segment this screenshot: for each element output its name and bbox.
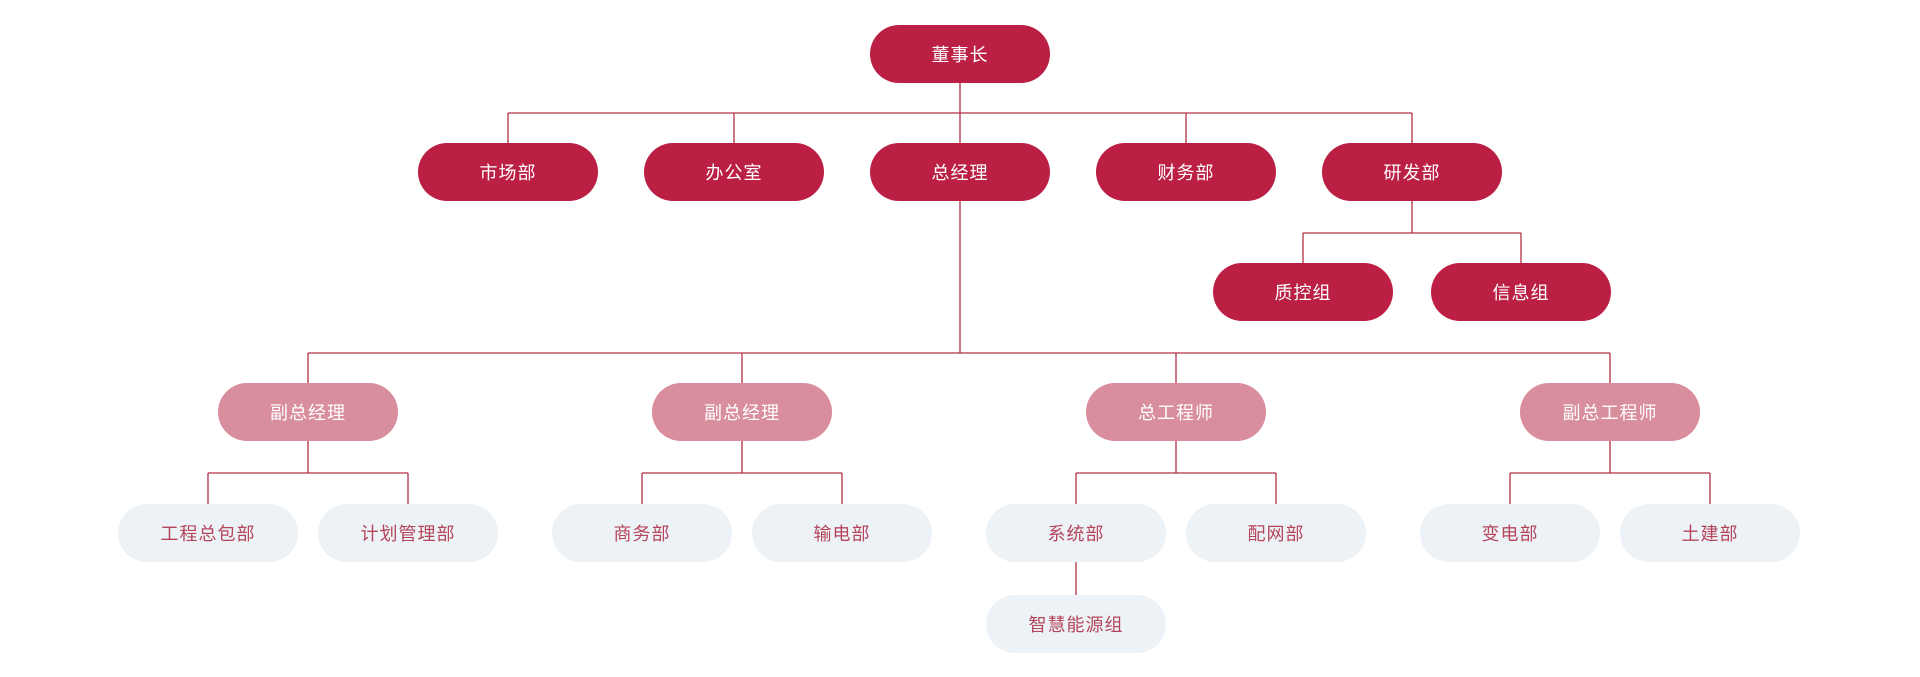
node-marketing-dept[interactable]: 市场部 xyxy=(418,143,598,201)
node-general-manager[interactable]: 总经理 xyxy=(870,143,1050,201)
node-label: 智慧能源组 xyxy=(1028,615,1124,635)
node-distribution-dept[interactable]: 配网部 xyxy=(1186,504,1366,562)
node-substation-dept[interactable]: 变电部 xyxy=(1420,504,1600,562)
node-epc-dept[interactable]: 工程总包部 xyxy=(118,504,298,562)
node-label: 财务部 xyxy=(1157,163,1215,183)
node-label: 副总经理 xyxy=(270,403,346,423)
node-label: 土建部 xyxy=(1681,524,1739,544)
node-office[interactable]: 办公室 xyxy=(644,143,824,201)
node-civil-dept[interactable]: 土建部 xyxy=(1620,504,1800,562)
connector-chief-engineer-children xyxy=(1075,441,1277,504)
node-label: 变电部 xyxy=(1481,524,1539,544)
node-label: 计划管理部 xyxy=(360,524,456,544)
node-label: 系统部 xyxy=(1047,524,1105,544)
node-rnd-dept[interactable]: 研发部 xyxy=(1322,143,1502,201)
node-label: 输电部 xyxy=(813,524,871,544)
node-label: 办公室 xyxy=(705,163,763,183)
node-label: 配网部 xyxy=(1247,524,1305,544)
connector-deputy-gm-1-children xyxy=(207,441,409,504)
node-transmission-dept[interactable]: 输电部 xyxy=(752,504,932,562)
node-label: 商务部 xyxy=(613,524,671,544)
node-finance-dept[interactable]: 财务部 xyxy=(1096,143,1276,201)
node-deputy-chief-engineer[interactable]: 副总工程师 xyxy=(1520,383,1700,441)
node-deputy-gm-1[interactable]: 副总经理 xyxy=(218,383,398,441)
node-deputy-gm-2[interactable]: 副总经理 xyxy=(652,383,832,441)
connector-deputy-chief-engineer-children xyxy=(1509,441,1711,504)
node-label: 工程总包部 xyxy=(160,524,256,544)
connector-rnd-children xyxy=(1302,201,1522,263)
node-qc-group[interactable]: 质控组 xyxy=(1213,263,1393,321)
node-label: 质控组 xyxy=(1274,283,1332,303)
node-chairman[interactable]: 董事长 xyxy=(870,25,1050,83)
node-label: 信息组 xyxy=(1492,283,1550,303)
node-label: 副总工程师 xyxy=(1562,403,1658,423)
node-label: 总工程师 xyxy=(1138,403,1214,423)
node-smart-energy-group[interactable]: 智慧能源组 xyxy=(986,595,1166,653)
node-planning-dept[interactable]: 计划管理部 xyxy=(318,504,498,562)
connector-deputy-gm-2-children xyxy=(641,441,843,504)
connector-chairman-children xyxy=(507,83,1413,143)
node-info-group[interactable]: 信息组 xyxy=(1431,263,1611,321)
node-label: 董事长 xyxy=(931,45,989,65)
node-system-dept[interactable]: 系统部 xyxy=(986,504,1166,562)
node-commerce-dept[interactable]: 商务部 xyxy=(552,504,732,562)
node-label: 市场部 xyxy=(479,163,537,183)
node-chief-engineer[interactable]: 总工程师 xyxy=(1086,383,1266,441)
connector-gm-children xyxy=(307,201,1611,383)
node-label: 总经理 xyxy=(931,163,989,183)
node-label: 副总经理 xyxy=(704,403,780,423)
node-label: 研发部 xyxy=(1383,163,1441,183)
